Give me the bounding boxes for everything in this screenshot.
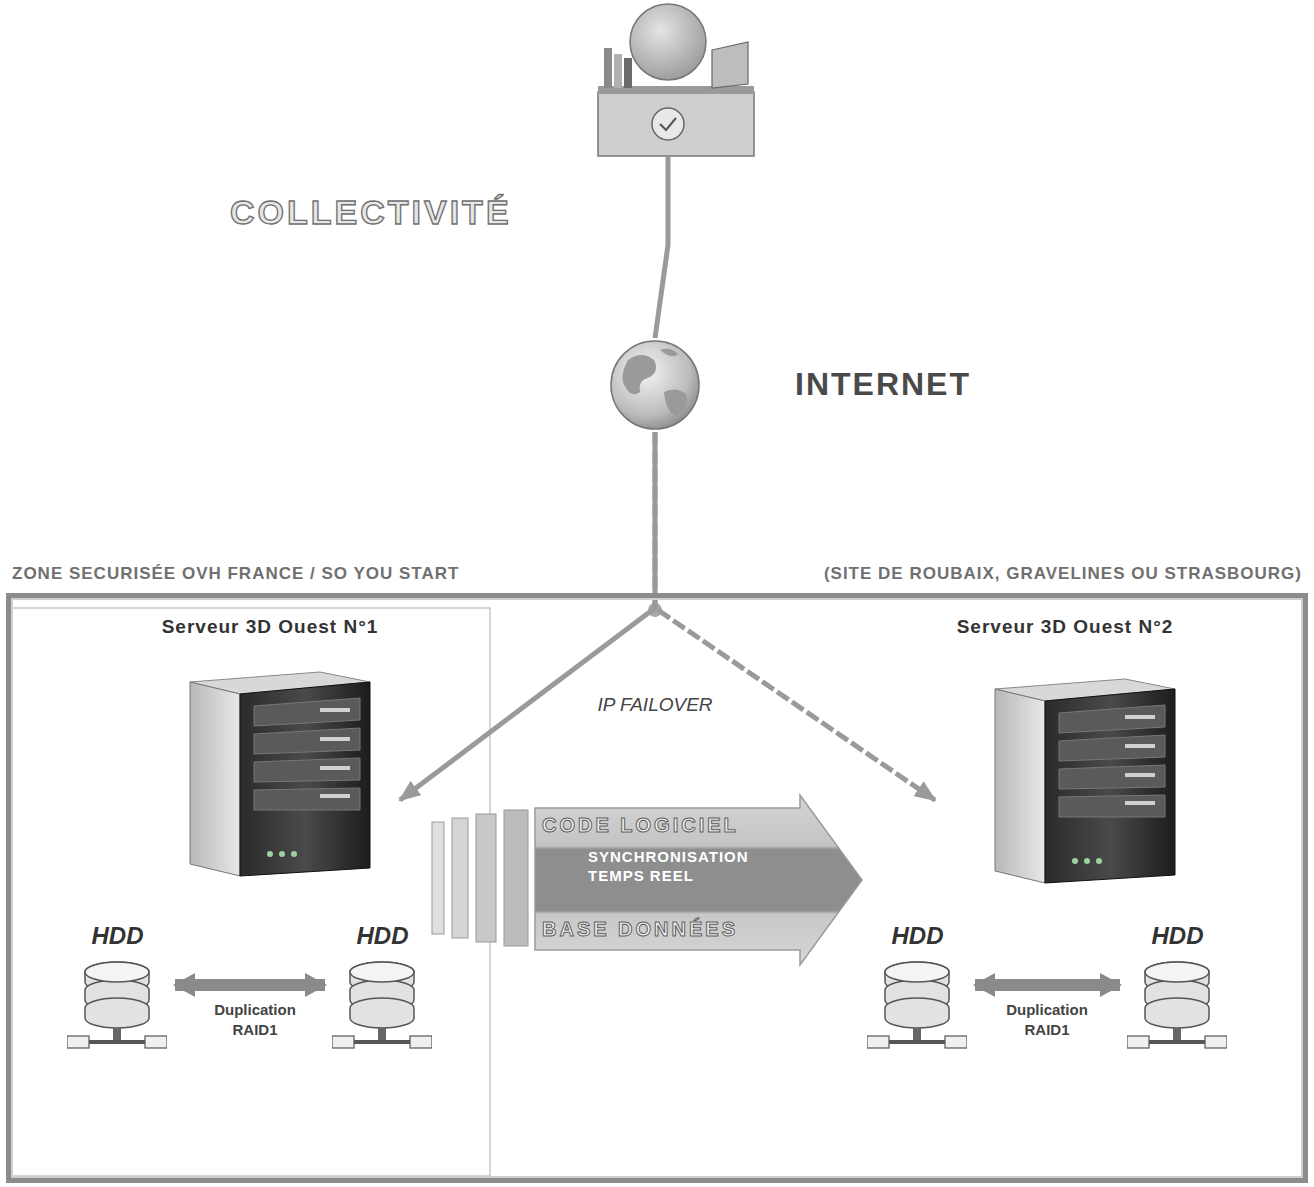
connector xyxy=(975,979,1120,991)
illustration-part xyxy=(614,54,622,88)
node-label: HDD xyxy=(860,922,975,950)
server-box: Serveur 3D Ouest N°1 xyxy=(140,612,400,885)
illustration-part xyxy=(712,42,748,88)
connector xyxy=(400,432,655,800)
zone-border xyxy=(6,593,1308,1183)
node-label: COLLECTIVITÉ xyxy=(230,193,570,232)
disk-picture xyxy=(1127,962,1227,1048)
server-picture xyxy=(995,679,1175,883)
illustration-part xyxy=(598,92,754,156)
connector xyxy=(175,979,325,991)
disk-picture xyxy=(67,962,167,1048)
server-panel xyxy=(12,608,490,1176)
illustration-part xyxy=(452,818,468,938)
node-label: HDD xyxy=(1120,922,1235,950)
illustration-part xyxy=(664,389,687,416)
node-label: HDD xyxy=(325,922,440,950)
globe-icon xyxy=(611,341,699,429)
illustration-part xyxy=(432,822,444,934)
internet-globe: INTERNET xyxy=(605,338,1010,432)
node-label: HDD xyxy=(60,922,175,950)
zone-heading: (SITE DE ROUBAIX, GRAVELINES OU STRASBOU… xyxy=(760,564,1302,584)
edge-label: Duplication RAID1 xyxy=(982,1000,1112,1041)
illustration-part xyxy=(660,349,678,357)
connector xyxy=(655,245,668,338)
sync-arrow xyxy=(432,795,862,965)
illustration-part xyxy=(604,48,612,88)
zone-heading: ZONE SECURISÉE OVH FRANCE / SO YOU START xyxy=(12,564,612,584)
disk-box: HDD xyxy=(1120,922,1235,1062)
illustration-part xyxy=(622,355,656,394)
illustration-part xyxy=(504,810,528,946)
disk-box: HDD xyxy=(60,922,175,1062)
disk-box: HDD xyxy=(325,922,440,1062)
illustration-part xyxy=(630,4,706,80)
disk-picture xyxy=(867,962,967,1048)
band-label: CODE LOGICIEL xyxy=(542,814,782,837)
band-label: SYNCHRONISATION TEMPS REEL xyxy=(588,848,788,886)
disk-box: HDD xyxy=(860,922,975,1062)
edge-label: IP FAILOVER xyxy=(592,694,718,716)
node-label: Serveur 3D Ouest N°2 xyxy=(935,616,1195,638)
connector xyxy=(655,432,935,800)
illustration-part xyxy=(535,795,862,965)
link-line xyxy=(666,156,671,245)
band-label: BASE DONNÉES xyxy=(542,918,782,941)
illustration-part xyxy=(624,58,632,88)
illustration-part xyxy=(660,118,676,130)
illustration-part xyxy=(476,814,496,942)
edge-label: Duplication RAID1 xyxy=(190,1000,320,1041)
illustration-part xyxy=(611,341,699,429)
node-label: INTERNET xyxy=(795,366,1005,403)
node-label: Serveur 3D Ouest N°1 xyxy=(140,616,400,638)
site-icon: COLLECTIVITÉ xyxy=(225,5,765,245)
disk-picture xyxy=(332,962,432,1048)
server-picture xyxy=(190,672,370,876)
person-icon xyxy=(598,4,754,156)
server-box: Serveur 3D Ouest N°2 xyxy=(935,612,1195,885)
illustration-part xyxy=(652,108,684,140)
